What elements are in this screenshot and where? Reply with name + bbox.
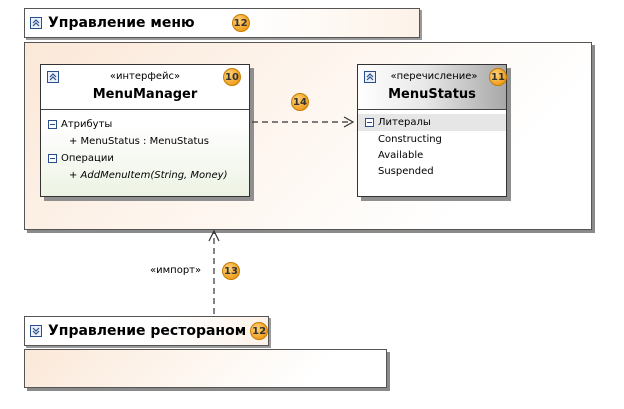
- package-title: Управление меню: [48, 15, 195, 31]
- operations-section-header[interactable]: Операции: [41, 150, 249, 167]
- collapse-toggle-icon[interactable]: [30, 17, 42, 29]
- package-number-badge: 12: [231, 14, 250, 32]
- import-arrow[interactable]: [208, 229, 220, 314]
- enumeration-header: «перечисление» MenuStatus 11: [358, 65, 507, 110]
- enumeration-menustatus[interactable]: «перечисление» MenuStatus 11 Литералы Co…: [357, 64, 507, 197]
- literal-text: Available: [378, 149, 424, 161]
- enumeration-stereotype: «перечисление»: [390, 71, 478, 82]
- enumeration-name: MenuStatus: [388, 87, 476, 102]
- attributes-section-header[interactable]: Атрибуты: [41, 116, 249, 133]
- collapse-toggle-icon[interactable]: [364, 71, 376, 83]
- interface-stereotype: «интерфейс»: [109, 71, 181, 82]
- collapse-minus-icon[interactable]: [365, 118, 374, 127]
- interface-name: MenuManager: [92, 87, 198, 102]
- collapse-toggle-icon[interactable]: [47, 71, 59, 83]
- collapse-minus-icon[interactable]: [48, 154, 57, 163]
- dependency-number-badge: 14: [291, 93, 309, 111]
- literal-item[interactable]: Suspended: [358, 163, 506, 179]
- package-tab-restaurant-management[interactable]: Управление рестораном 12: [24, 316, 269, 346]
- operation-text: + AddMenuItem(String, Money): [69, 170, 228, 181]
- package-body-restaurant-management[interactable]: [24, 349, 387, 388]
- interface-header: «интерфейс» MenuManager 10: [41, 65, 249, 110]
- operations-section-label: Операции: [61, 153, 114, 164]
- literals-section-label: Литералы: [378, 117, 431, 128]
- literal-item[interactable]: Constructing: [358, 131, 506, 147]
- literal-text: Suspended: [378, 165, 434, 177]
- interface-menumanager[interactable]: «интерфейс» MenuManager 10 Атрибуты + Me…: [40, 64, 250, 197]
- attribute-text: + MenuStatus : MenuStatus: [69, 136, 209, 147]
- package-number-badge: 12: [250, 322, 268, 340]
- interface-number-badge: 10: [223, 68, 241, 86]
- package-tab-menu-management[interactable]: Управление меню 12: [24, 8, 420, 38]
- dependency-arrow[interactable]: [252, 116, 355, 128]
- attributes-section-label: Атрибуты: [61, 119, 113, 130]
- literal-text: Constructing: [378, 133, 442, 145]
- collapse-minus-icon[interactable]: [48, 120, 57, 129]
- package-title: Управление рестораном: [48, 323, 247, 339]
- import-number-badge: 13: [222, 262, 240, 280]
- literals-section-header[interactable]: Литералы: [358, 114, 506, 131]
- literal-item[interactable]: Available: [358, 147, 506, 163]
- operation-item[interactable]: + AddMenuItem(String, Money): [41, 167, 249, 184]
- expand-toggle-icon[interactable]: [30, 325, 42, 337]
- attribute-item[interactable]: + MenuStatus : MenuStatus: [41, 133, 249, 150]
- import-label: «импорт»: [150, 265, 202, 276]
- enumeration-number-badge: 11: [489, 68, 507, 86]
